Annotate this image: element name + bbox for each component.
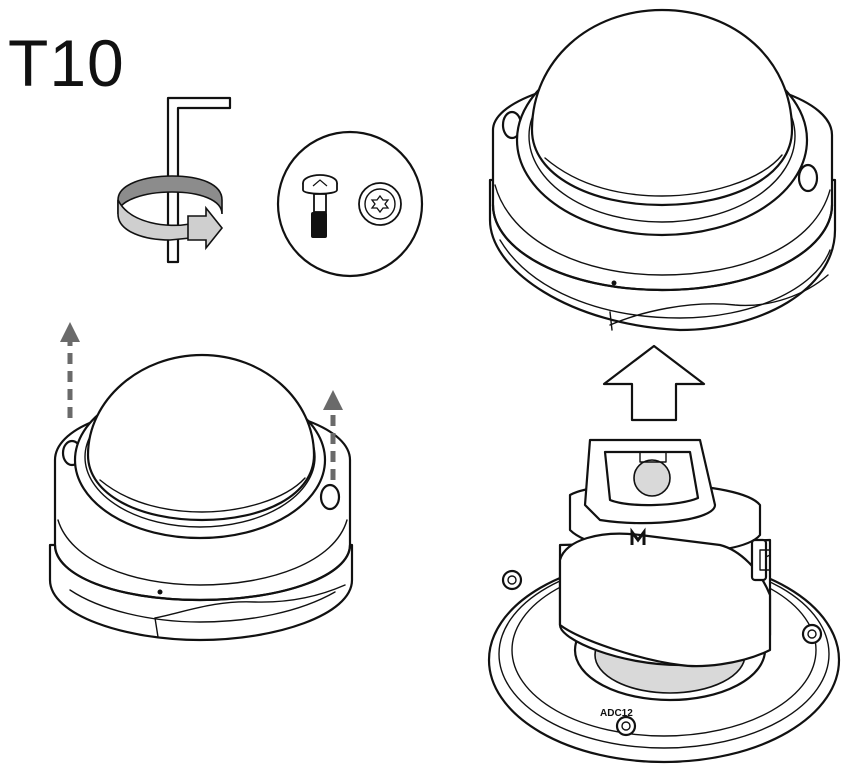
base-marking-text: ADC12 <box>600 708 633 719</box>
screw-icon <box>302 174 338 238</box>
up-arrow-icon <box>602 344 706 422</box>
mount-screw <box>501 569 823 737</box>
tool-size-label: T10 <box>8 26 125 100</box>
rotate-arrow-icon <box>117 175 224 251</box>
lift-arrow-icon <box>60 322 343 480</box>
torx-head-icon <box>358 182 402 226</box>
camera-module-on-base: ADC12 <box>487 438 841 764</box>
hex-key-icon <box>166 96 232 264</box>
dome-cover-removed <box>488 8 837 332</box>
screw-detail-callout <box>276 130 424 278</box>
dome-camera-assembled <box>48 353 354 642</box>
